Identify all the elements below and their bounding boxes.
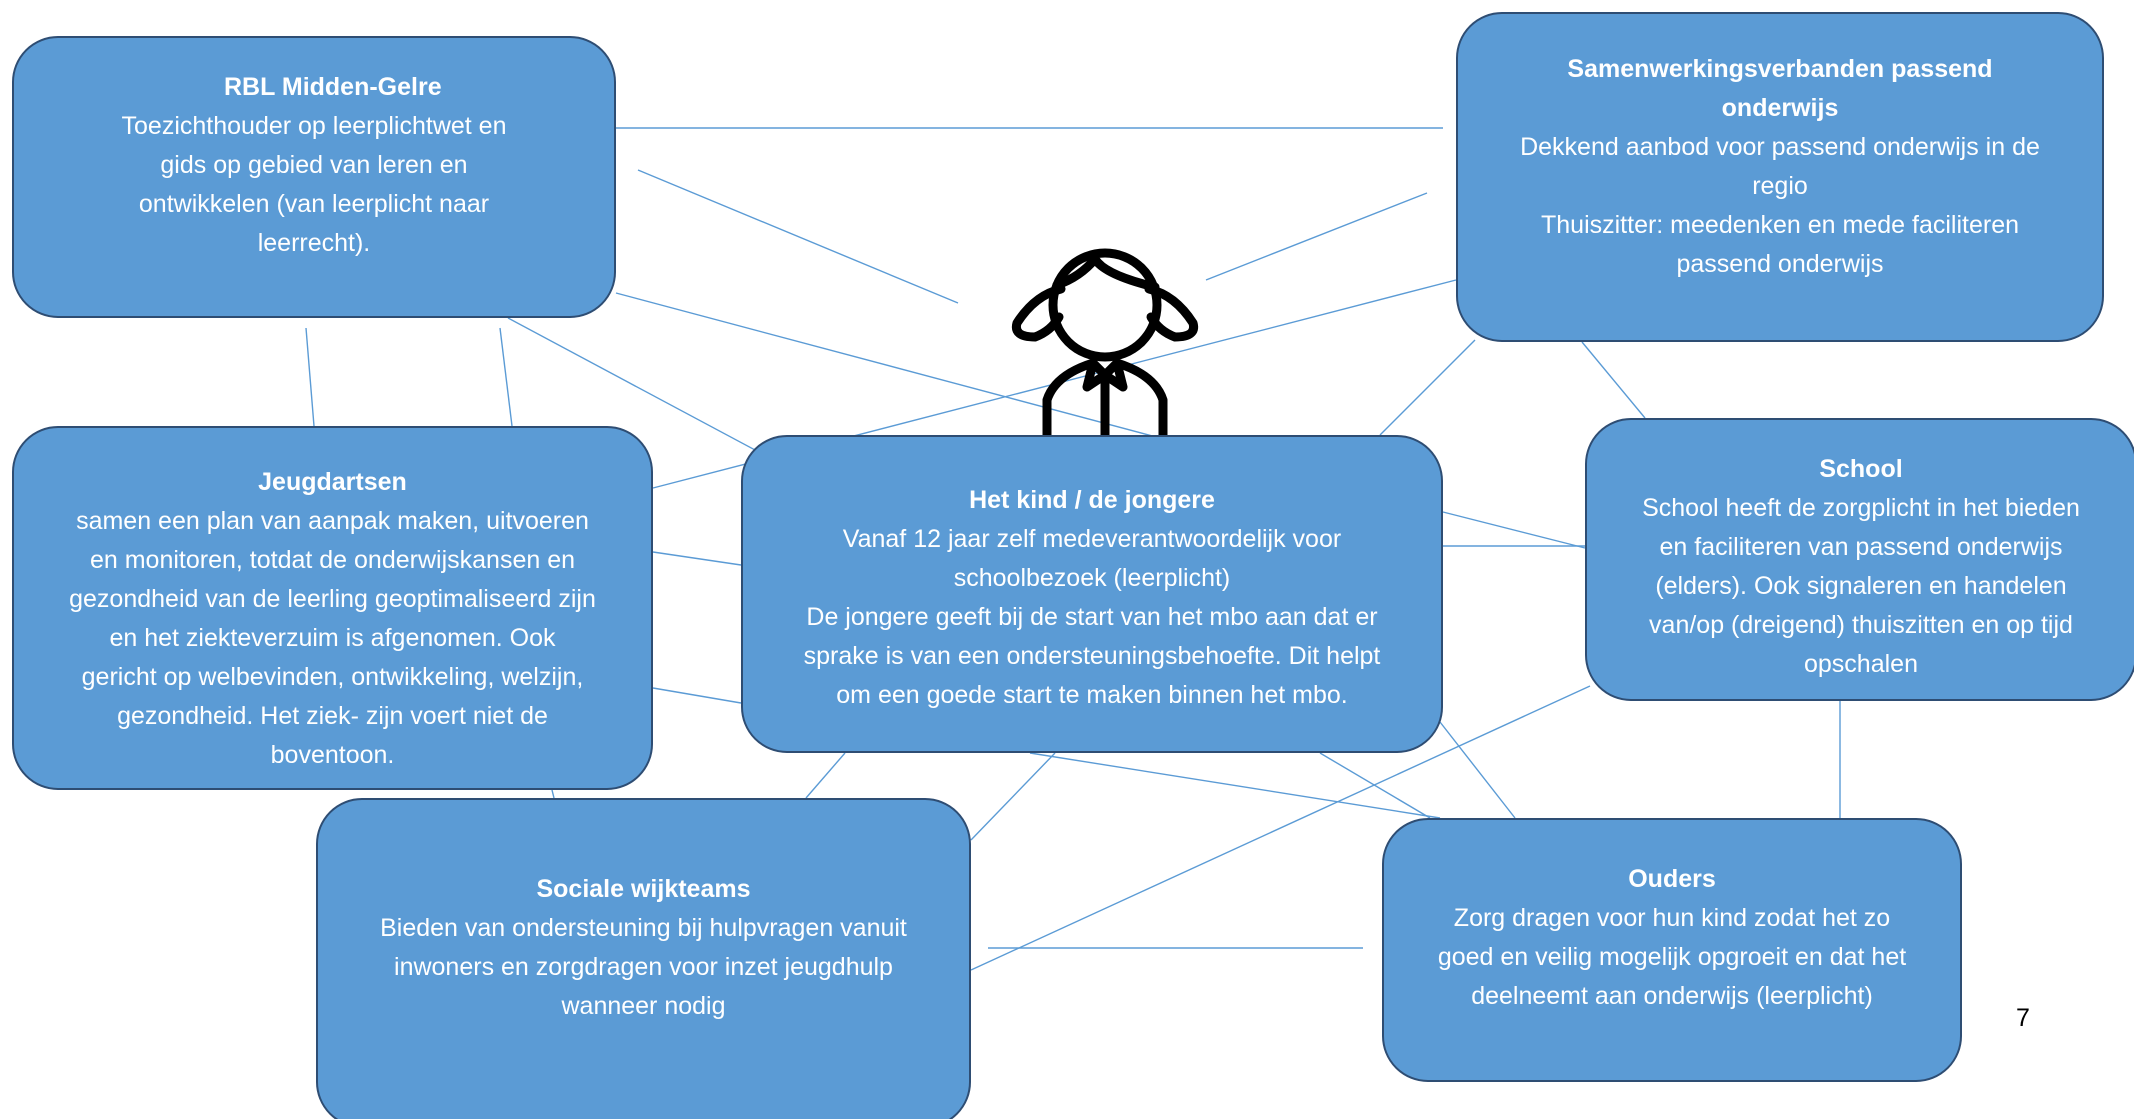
connector-line xyxy=(970,752,1056,841)
connector-line xyxy=(305,327,315,427)
node-title: RBL Midden-Gelre xyxy=(224,73,442,101)
node-samenwerkingsverbanden: Samenwerkingsverbanden passend onderwijs… xyxy=(1456,12,2104,342)
connector-line xyxy=(507,317,771,459)
node-title: Jeugdartsen xyxy=(258,468,407,496)
connector-line xyxy=(1319,752,1431,819)
node-description: Zorg dragen voor hun kind zodat het zo g… xyxy=(1437,904,1907,1010)
node-title: School xyxy=(1819,455,1903,483)
connector-line xyxy=(1442,511,1586,549)
node-description: samen een plan van aanpak maken, uitvoer… xyxy=(69,507,596,769)
node-sociale-wijkteams: Sociale wijkteams Bieden van ondersteuni… xyxy=(316,798,971,1119)
connector-line xyxy=(1379,339,1476,436)
connector-line xyxy=(805,752,846,799)
connector-line xyxy=(970,685,1591,971)
connector-line xyxy=(652,551,742,566)
node-title: Sociale wijkteams xyxy=(536,875,751,903)
node-ouders: Ouders Zorg dragen voor hun kind zodat h… xyxy=(1382,818,1962,1082)
page-number: 7 xyxy=(2016,1004,2030,1032)
connector-line xyxy=(652,687,742,704)
connector-line xyxy=(551,789,555,799)
girl-child-icon xyxy=(1011,248,1199,440)
node-title: Ouders xyxy=(1628,865,1716,893)
connector-line xyxy=(637,169,959,304)
node-description: Bieden van ondersteuning bij hulpvragen … xyxy=(380,914,907,1020)
connector-line xyxy=(1205,192,1428,281)
connector-line xyxy=(615,292,1161,439)
node-description: Toezichthouder op leerplichtwet en gids … xyxy=(121,112,507,257)
node-description: Vanaf 12 jaar zelf medeverantwoordelijk … xyxy=(803,525,1381,709)
node-title: Samenwerkingsverbanden passend onderwijs xyxy=(1567,55,1993,122)
connector-line xyxy=(1439,721,1516,819)
node-description: School heeft de zorgplicht in het bieden… xyxy=(1642,494,2080,678)
node-het-kind: Het kind / de jongere Vanaf 12 jaar zelf… xyxy=(741,435,1443,753)
node-description: Dekkend aanbod voor passend onderwijs in… xyxy=(1520,133,2040,278)
node-rbl-midden-gelre: RBL Midden-Gelre Toezichthouder op leerp… xyxy=(12,36,616,318)
connector-line xyxy=(1581,341,1646,419)
node-title: Het kind / de jongere xyxy=(969,486,1215,514)
connector-line xyxy=(1029,752,1441,819)
node-school: School School heeft de zorgplicht in het… xyxy=(1585,418,2134,701)
connector-line xyxy=(499,327,513,427)
node-jeugdartsen: Jeugdartsen samen een plan van aanpak ma… xyxy=(12,426,653,790)
